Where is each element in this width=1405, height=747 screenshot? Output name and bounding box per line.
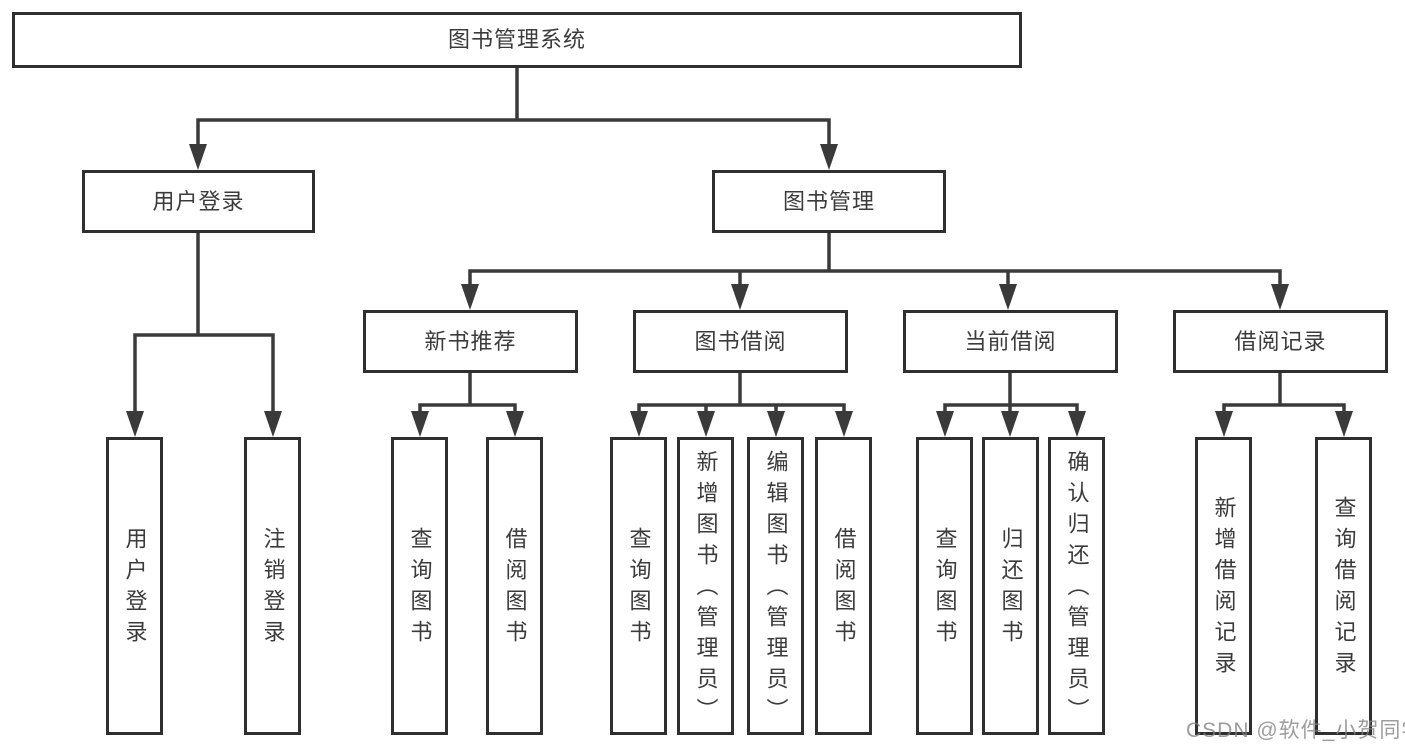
leaf-br-query-record: 查询借阅记录 [1315, 437, 1372, 735]
leaf-bb-borrow-book: 借阅图书 [815, 437, 872, 735]
leaf-rec-borrow-book: 借阅图书 [486, 437, 543, 735]
node-current-borrow: 当前借阅 [903, 310, 1118, 373]
connector-borrow-record-to-leaves [1215, 371, 1353, 437]
leaf-cb-query-book: 查询图书 [916, 437, 973, 735]
connector-user-login-to-leaves [126, 231, 282, 437]
connector-book-borrow-to-leaves [630, 371, 853, 437]
node-borrow-record: 借阅记录 [1173, 310, 1388, 373]
leaf-rec-query-book: 查询图书 [391, 437, 448, 735]
node-new-book-recommend: 新书推荐 [363, 310, 578, 373]
node-book-management: 图书管理 [712, 170, 946, 233]
connector-root-to-level2 [189, 66, 838, 170]
leaf-bb-query-book: 查询图书 [610, 437, 667, 735]
csdn-watermark: CSDN @软件_小贺同学 [1186, 719, 1405, 742]
connector-current-borrow-to-leaves [936, 371, 1086, 437]
node-user-login: 用户登录 [82, 170, 315, 233]
leaf-bb-edit-book-admin: 编辑图书（管理员） [747, 437, 804, 735]
leaf-bb-add-book-admin: 新增图书（管理员） [677, 437, 734, 735]
leaf-br-add-record: 新增借阅记录 [1195, 437, 1252, 735]
leaf-logout: 注销登录 [244, 437, 301, 735]
leaf-cb-confirm-return-admin: 确认归还（管理员） [1048, 437, 1105, 735]
connector-book-mgmt-to-level3 [461, 231, 1289, 310]
node-book-borrow: 图书借阅 [633, 310, 848, 373]
leaf-cb-return-book: 归还图书 [982, 437, 1039, 735]
node-root-library-system: 图书管理系统 [12, 12, 1022, 68]
leaf-user-login: 用户登录 [106, 437, 163, 735]
connector-new-book-rec-to-leaves [411, 371, 524, 437]
